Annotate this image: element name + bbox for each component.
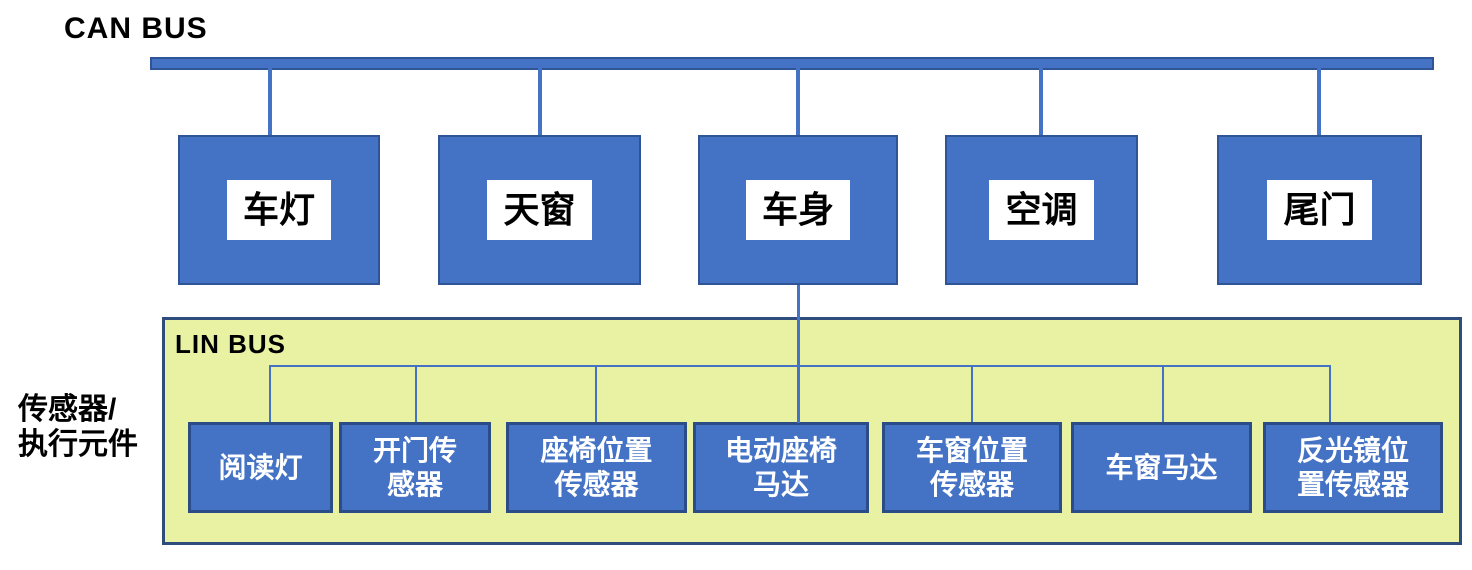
lin-node-reading-light: 阅读灯 (188, 422, 333, 513)
can-connector-line (268, 68, 272, 135)
can-node-ac: 空调 (945, 135, 1138, 285)
can-connector-line (538, 68, 542, 135)
lin-bus-line (269, 365, 1331, 367)
lin-connector-line (595, 366, 597, 423)
lin-connector-line (1162, 366, 1164, 423)
lin-node-electric-seat-motor: 电动座椅 马达 (693, 422, 869, 513)
can-node-sunroof: 天窗 (438, 135, 641, 285)
can-node-tailgate: 尾门 (1217, 135, 1422, 285)
can-node-ac-label: 空调 (989, 180, 1094, 240)
can-node-body-label: 车身 (745, 180, 850, 240)
can-node-body: 车身 (698, 135, 898, 285)
can-node-tailgate-label: 尾门 (1267, 180, 1372, 240)
can-connector-line (796, 68, 800, 135)
lin-node-seat-position-sensor: 座椅位置 传感器 (506, 422, 687, 513)
lin-node-door-open-sensor: 开门传 感器 (339, 422, 491, 513)
lin-connector-line (415, 366, 417, 423)
can-node-sunroof-label: 天窗 (487, 180, 592, 240)
lin-connector-line (971, 366, 973, 423)
can-bus-label: CAN BUS (64, 12, 208, 45)
lin-node-mirror-position-sensor: 反光镜位 置传感器 (1263, 422, 1443, 513)
lin-connector-line (269, 366, 271, 423)
can-node-lights-label: 车灯 (226, 180, 331, 240)
lin-connector-line (1329, 366, 1331, 423)
body-to-lin-connector-line (797, 285, 800, 423)
can-node-lights: 车灯 (178, 135, 380, 285)
lin-bus-label: LIN BUS (175, 329, 286, 359)
lin-node-window-motor: 车窗马达 (1071, 422, 1252, 513)
can-connector-line (1317, 68, 1321, 135)
sensors-actuators-label: 传感器/ 执行元件 (18, 393, 138, 461)
lin-node-window-position-sensor: 车窗位置 传感器 (882, 422, 1062, 513)
can-bus-line (150, 57, 1434, 70)
can-connector-line (1039, 68, 1043, 135)
